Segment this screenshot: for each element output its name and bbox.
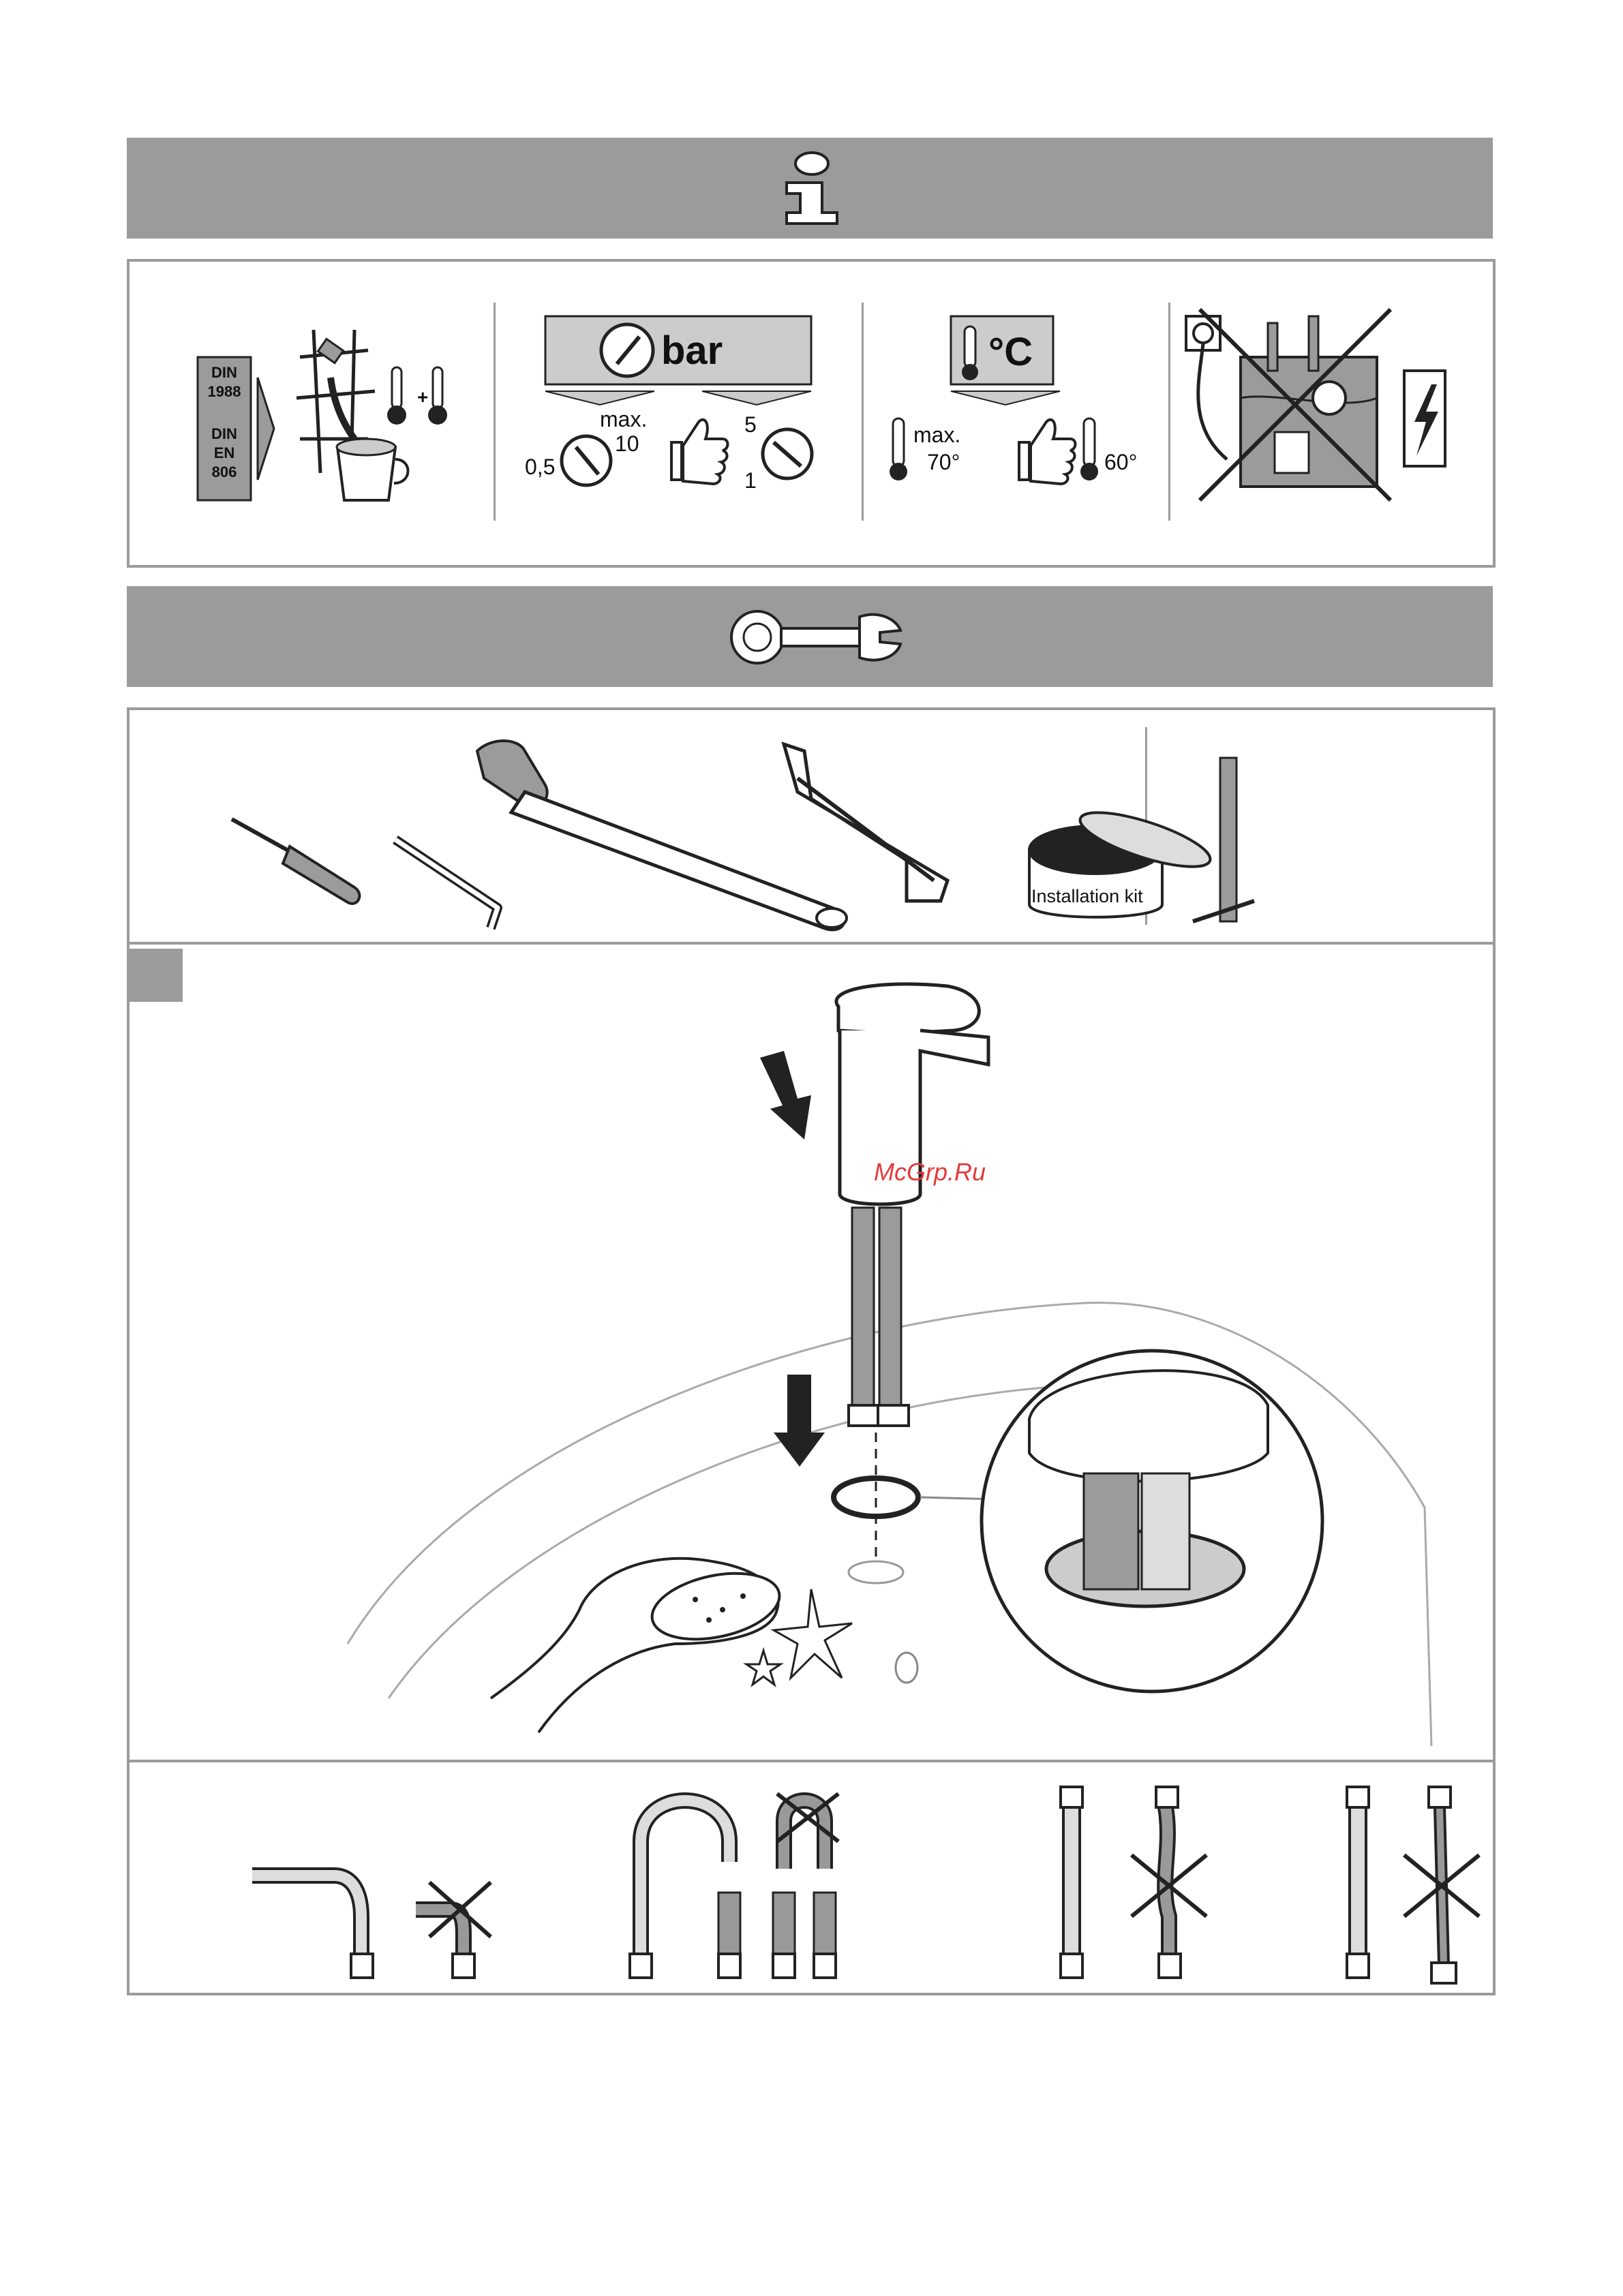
sparkle-icon: [774, 1589, 852, 1678]
hand-with-sponge: [491, 1559, 785, 1732]
watermark: McGrp.Ru: [874, 1158, 986, 1186]
info-panel: DIN 1988 DIN EN 806 + bar 0,5: [127, 259, 1496, 568]
thermometer-icon: [890, 418, 907, 480]
flush-pipes-illustration: DIN 1988 DIN EN 806 +: [198, 303, 484, 534]
panel-divider: [494, 303, 496, 521]
tools-install-panel: Installation kit McGrp.Ru: [127, 707, 1496, 1995]
temperature-max-label: max.: [913, 423, 960, 447]
temperature-recommended: 60°: [1104, 450, 1137, 474]
info-icon: [774, 150, 849, 226]
pressure-min: 0,5: [525, 455, 555, 479]
temperature-spec-illustration: °C max. 70° 60°: [886, 303, 1159, 534]
electric-hazard-icon: [1404, 371, 1445, 466]
section-divider: [130, 1760, 1493, 1762]
hose-kink-wrong: [416, 1882, 491, 1978]
norm-806: 806: [212, 463, 237, 480]
pressure-max-label: max.: [600, 407, 647, 431]
hacksaw-icon: [784, 744, 947, 901]
pressure-gauge-icon: [601, 324, 653, 376]
thermometer-icon: [387, 367, 406, 425]
panel-divider: [862, 303, 864, 521]
temperature-unit: °C: [988, 330, 1033, 374]
hose-loop-correct: [630, 1801, 740, 1978]
sparkle-icon: [746, 1651, 780, 1685]
pressure-gauge-icon: [763, 429, 812, 478]
pressure-recommended-high: 5: [744, 412, 757, 437]
section-divider: [130, 942, 1493, 945]
supply-hose: [849, 1208, 909, 1426]
thermometer-icon: [428, 367, 447, 425]
thumbs-up-icon: [1019, 420, 1076, 484]
svg-text:+: +: [417, 386, 428, 408]
thermometer-icon: [962, 326, 978, 380]
mounting-illustration: McGrp.Ru: [334, 962, 1493, 1753]
thumbs-up-icon: [671, 420, 728, 484]
no-pressureless-heater-illustration: [1172, 303, 1472, 534]
detail-magnifier: [982, 1351, 1322, 1692]
temperature-max: 70°: [927, 450, 960, 474]
pressure-recommended-low: 1: [744, 468, 757, 493]
info-header-band: [127, 138, 1493, 239]
hose-tight-loop-wrong: [773, 1794, 838, 1978]
pressure-max: 10: [615, 431, 639, 456]
tools-header-band: [127, 586, 1493, 687]
norm-din-1988: DIN: [211, 364, 237, 381]
hose-stretched-wrong: [1404, 1787, 1479, 1983]
hose-twisted-wrong: [1132, 1787, 1207, 1978]
norm-en: EN: [214, 444, 235, 461]
hex-key-icon: [395, 840, 498, 928]
pressure-spec-illustration: bar 0,5 max. 10 5 1: [525, 303, 845, 534]
norm-din-1988-year: 1988: [208, 383, 241, 400]
pressure-unit: bar: [661, 328, 723, 373]
wrench-icon: [727, 607, 904, 668]
down-arrow-icon: [760, 1051, 811, 1139]
hose-bend-correct: [252, 1876, 373, 1978]
pressure-gauge-icon: [562, 436, 611, 485]
special-key-illustration: [1179, 751, 1316, 935]
installation-kit-label: Installation kit: [1031, 886, 1143, 906]
thermometer-icon: [1080, 418, 1098, 480]
screwdriver-icon: [232, 819, 359, 904]
step-marker: [130, 949, 183, 1002]
norm-din-en: DIN: [211, 425, 237, 442]
hose-straight-correct: [1347, 1787, 1369, 1978]
panel-divider: [1168, 303, 1170, 521]
down-arrow-icon: [774, 1375, 825, 1467]
hose-straight-correct: [1061, 1787, 1082, 1978]
hose-handling-illustration: [225, 1780, 1466, 1985]
